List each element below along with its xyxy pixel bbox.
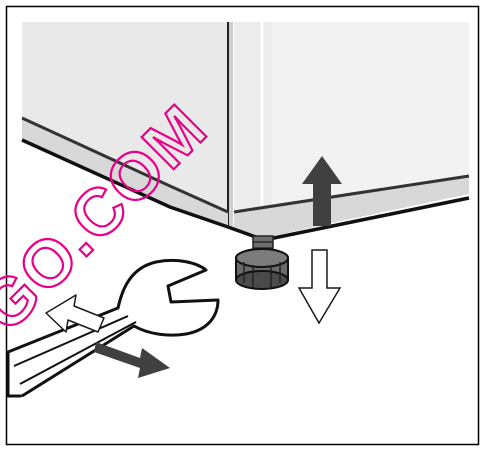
diagram-frame: GO.COM — [0, 0, 485, 451]
leveling-diagram: GO.COM — [0, 0, 485, 451]
